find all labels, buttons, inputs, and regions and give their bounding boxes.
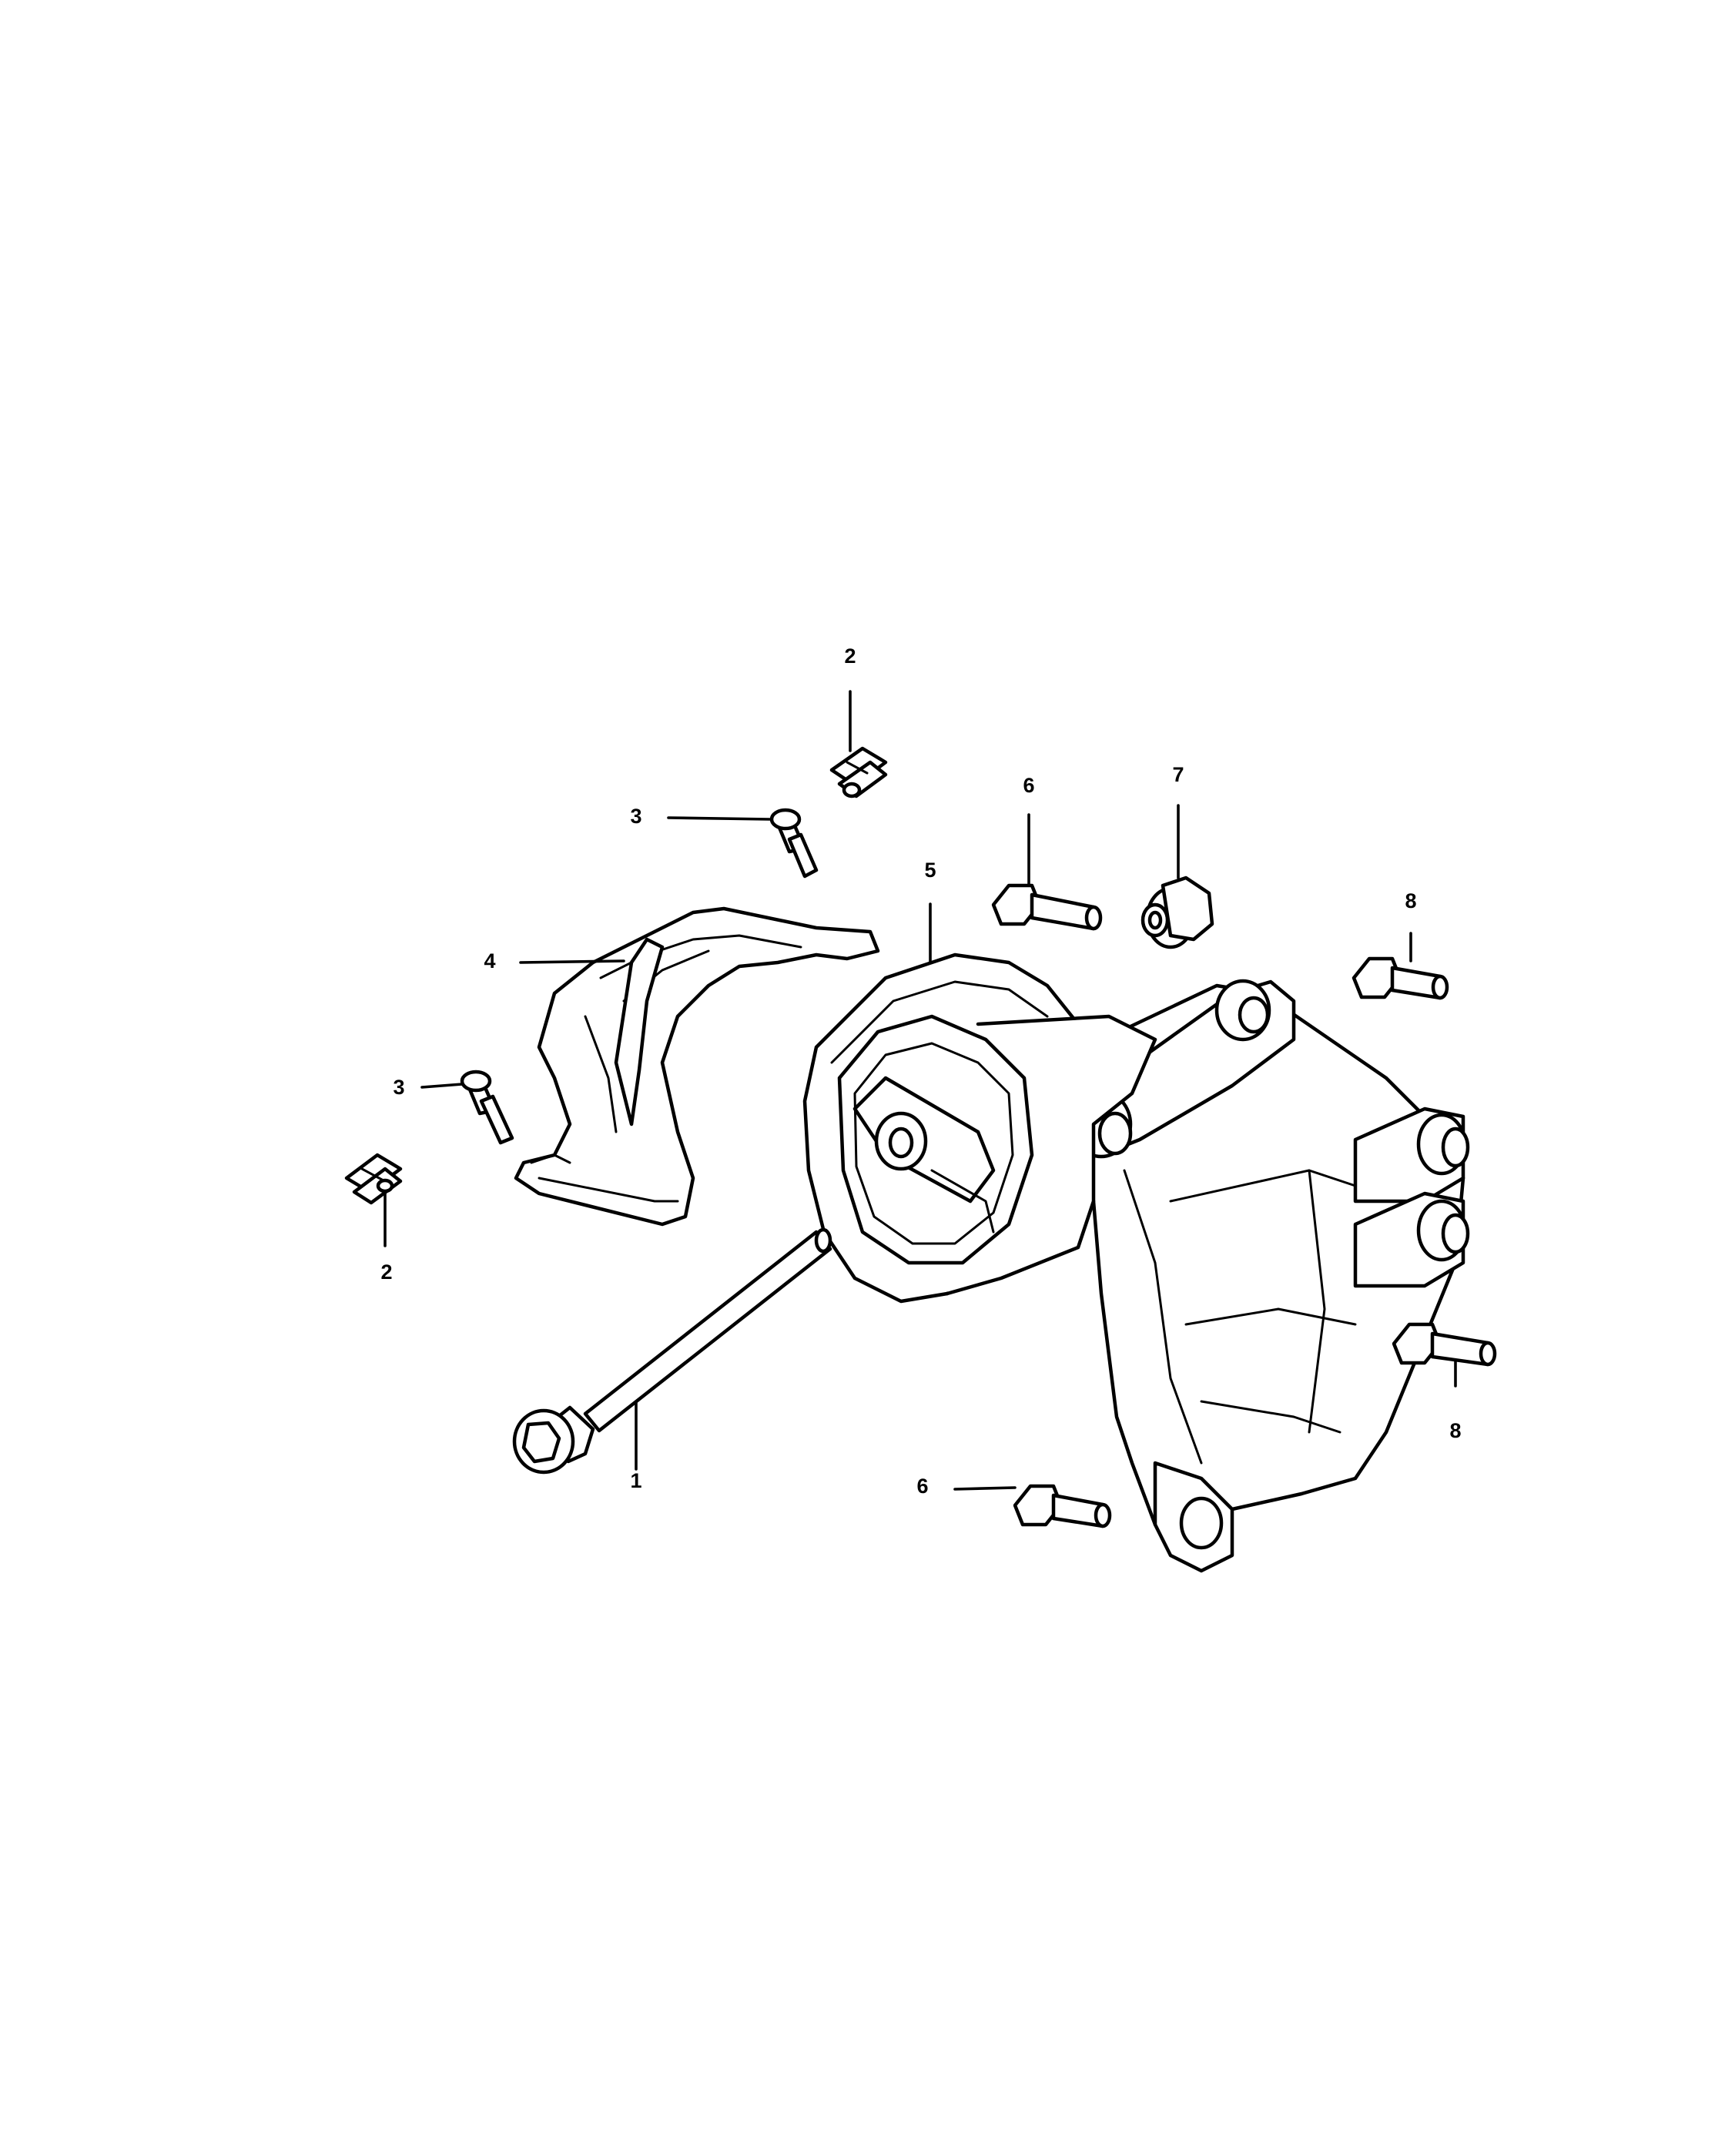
callout-labels: 1 2 2 3 3 4 5 6 6 7 8 8 [380, 644, 1461, 1498]
flange-nut [1141, 875, 1214, 949]
clip-nut-left [344, 1153, 403, 1205]
leader-lines [384, 690, 1457, 1491]
callout-6-bottom: 6 [916, 1475, 928, 1498]
leader-4 [519, 959, 625, 964]
clip-nut-top [829, 746, 888, 798]
bolt-small-left [460, 1070, 514, 1145]
bolt-medium-top [991, 883, 1103, 931]
heat-shield-bracket [514, 906, 880, 1227]
leader-3-top [667, 816, 772, 821]
callout-6-top: 6 [1023, 774, 1034, 797]
callout-3-top: 3 [630, 805, 641, 828]
bolt-medium-right-top [1352, 956, 1449, 1000]
callout-1: 1 [630, 1469, 641, 1492]
bolt-medium-right-bottom [1392, 1322, 1497, 1367]
callout-8-bottom: 8 [1449, 1419, 1461, 1442]
callout-8-top: 8 [1405, 889, 1416, 912]
leader-3-left [420, 1083, 464, 1089]
engine-mount-assembly [802, 952, 1470, 1573]
callout-2-left: 2 [380, 1260, 392, 1284]
through-bolt [512, 1227, 832, 1475]
callout-5: 5 [924, 859, 936, 882]
callout-7: 7 [1172, 763, 1184, 786]
bolt-medium-bottom [1013, 1484, 1112, 1528]
callout-4: 4 [484, 949, 495, 973]
callout-3-left: 3 [393, 1076, 404, 1099]
bolt-small-top [769, 808, 819, 879]
callout-2-top: 2 [844, 644, 856, 668]
leader-6-bottom [953, 1486, 1017, 1491]
